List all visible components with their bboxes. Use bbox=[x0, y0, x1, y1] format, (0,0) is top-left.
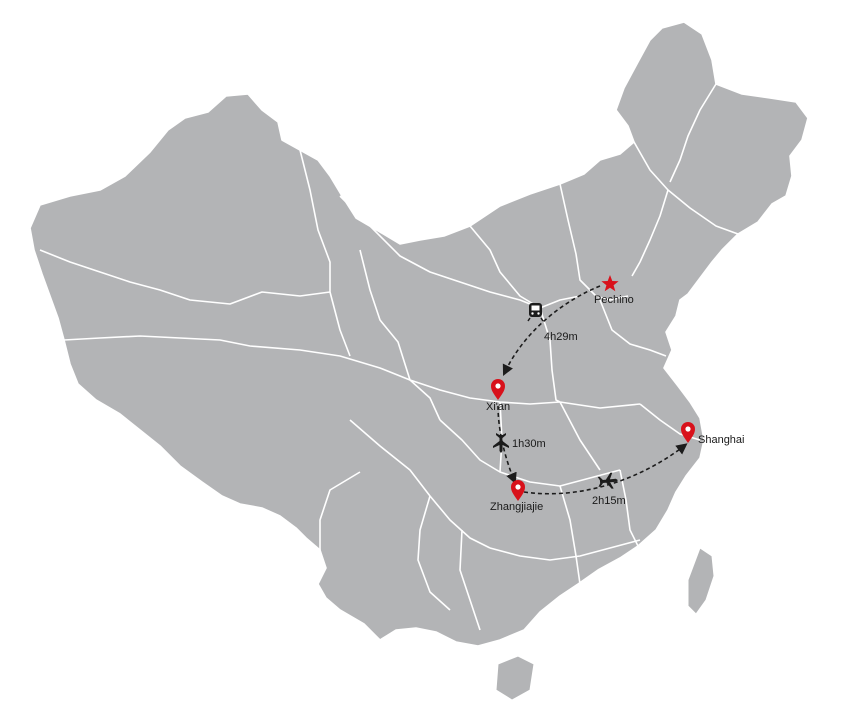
city-label-xian: Xi'an bbox=[486, 401, 510, 413]
duration-beijing-xian: 4h29m bbox=[544, 331, 578, 343]
taiwan-island bbox=[687, 547, 715, 615]
city-label-beijing: Pechino bbox=[594, 294, 634, 306]
city-label-zhangjiajie: Zhangjiajie bbox=[490, 501, 543, 513]
capital-star-icon bbox=[601, 275, 619, 292]
pin-icon bbox=[681, 422, 695, 443]
plane-icon bbox=[493, 433, 509, 453]
hainan-island bbox=[495, 655, 535, 701]
mainland bbox=[29, 21, 809, 647]
duration-xian-zhangjiajie: 1h30m bbox=[512, 438, 546, 450]
duration-zhangjiajie-shanghai: 2h15m bbox=[592, 495, 626, 507]
route-beijing-xian bbox=[502, 285, 601, 377]
pin-icon bbox=[491, 379, 505, 400]
province-borders bbox=[39, 83, 739, 631]
train-icon bbox=[527, 303, 544, 322]
land-outline bbox=[29, 21, 809, 647]
pin-icon bbox=[511, 480, 525, 501]
city-label-shanghai: Shanghai bbox=[698, 434, 745, 446]
plane-icon bbox=[597, 472, 618, 489]
